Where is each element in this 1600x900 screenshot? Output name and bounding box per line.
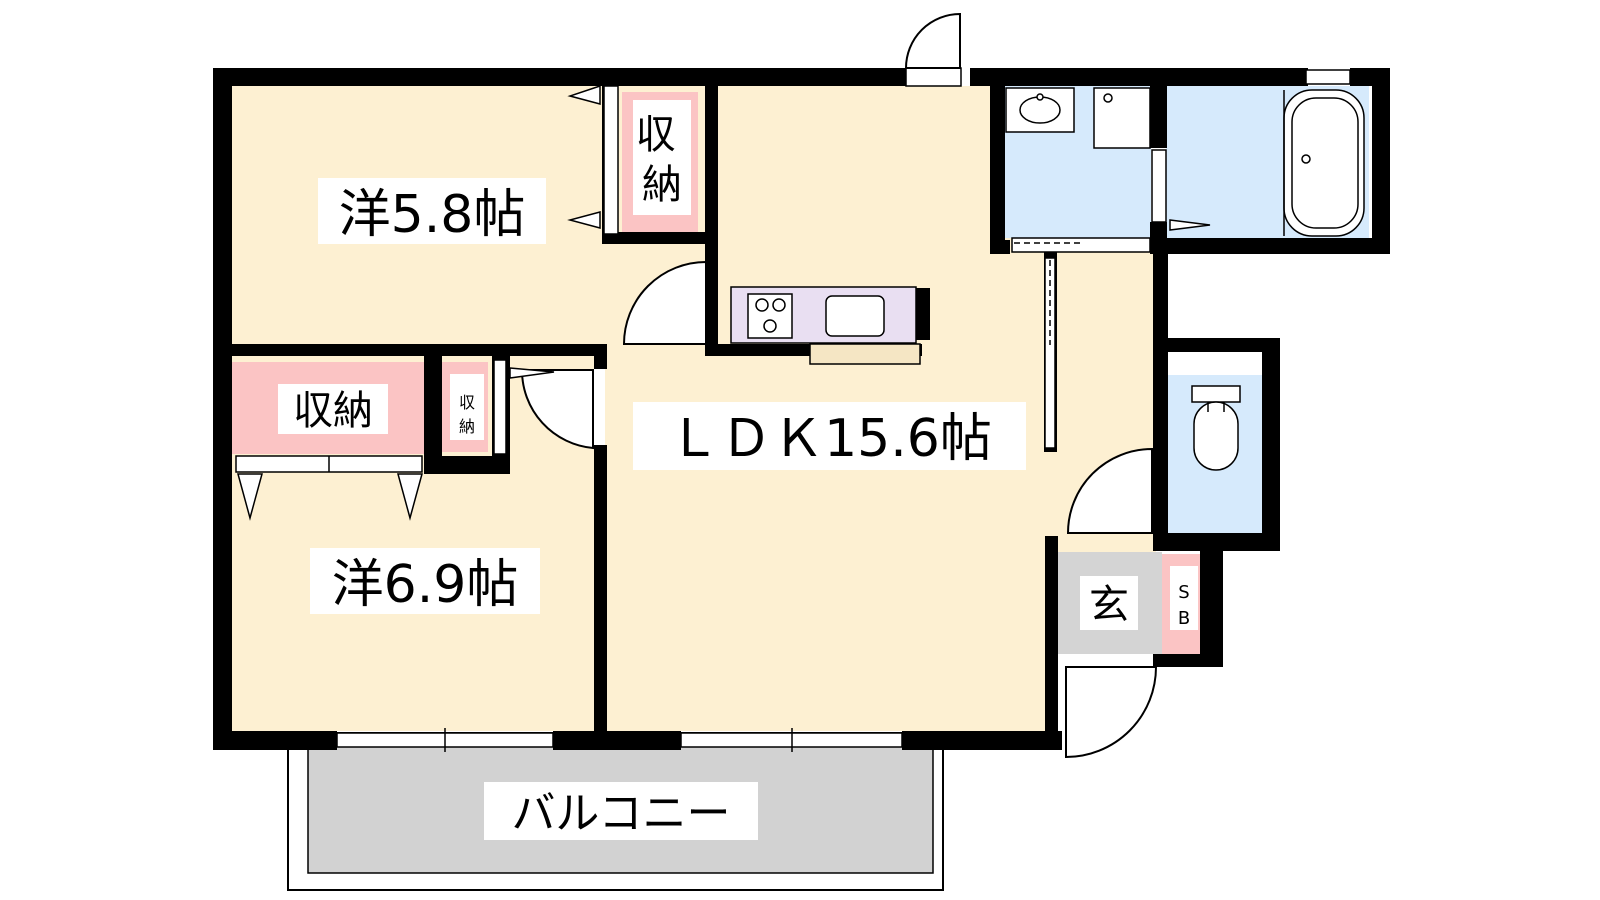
door-swing-icon bbox=[520, 12, 1158, 759]
window-icon bbox=[336, 67, 1351, 752]
western-room-1-label: 洋5.8帖 bbox=[339, 185, 526, 245]
storage-top-text: 収 bbox=[636, 112, 676, 158]
storage-small-label: 収納 bbox=[459, 393, 475, 436]
ldk-label: ＬＤＫ15.6帖 bbox=[668, 409, 992, 469]
western-room-2-label: 洋6.9帖 bbox=[332, 555, 519, 615]
labels: 洋5.8帖 洋6.9帖 ＬＤＫ15.6帖 バルコニー 収 納 収納 収納 玄 S… bbox=[278, 100, 1198, 840]
closet-doors bbox=[235, 84, 1211, 521]
entrance-label: 玄 bbox=[1089, 582, 1129, 628]
balcony-label: バルコニー bbox=[511, 788, 730, 839]
storage-left-label: 収納 bbox=[293, 388, 373, 434]
storage-top-text-2: 納 bbox=[642, 162, 682, 208]
walls bbox=[213, 68, 1390, 750]
storage-top-label: 収 納 bbox=[636, 112, 689, 208]
bathtub-icon bbox=[1283, 89, 1365, 237]
toilet-icon bbox=[1191, 385, 1241, 471]
balcony bbox=[287, 732, 944, 891]
sink-icon bbox=[825, 295, 885, 337]
stove-icon bbox=[747, 293, 793, 339]
washroom-fixtures bbox=[1005, 87, 1151, 149]
kitchen bbox=[730, 286, 921, 365]
washing-machine-icon bbox=[1093, 87, 1151, 149]
